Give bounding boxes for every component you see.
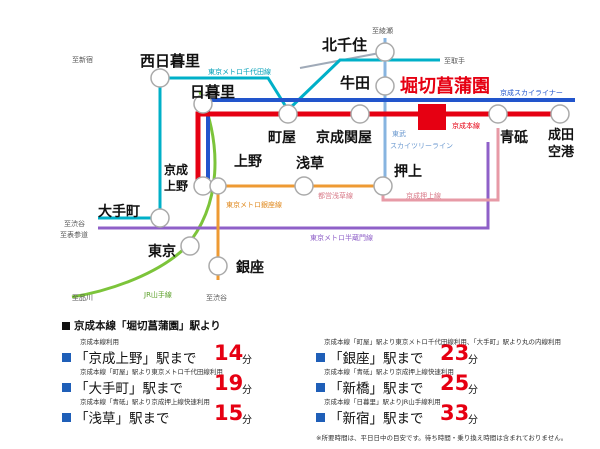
legend-unit: 分: [242, 385, 252, 396]
legend-row: 「京成上野」駅まで 14 分: [62, 341, 252, 367]
station-asakusa: 浅草: [296, 155, 324, 172]
label-chiyoda: 東京メトロ千代田線: [208, 67, 271, 76]
travel-time-legend: 京成本線「堀切菖蒲園」駅より 京成本線利用 「京成上野」駅まで 14 分 京成本…: [0, 316, 600, 449]
legend-note: 京成本線「日暮里」駅よりJR山手線利用: [324, 398, 441, 406]
narita-line1: 成田: [548, 127, 574, 143]
station-marker-ginza: [208, 256, 228, 276]
direction-shinagawa: 至品川: [72, 294, 93, 302]
direction-omotesando: 至表参道: [60, 230, 88, 239]
label-skytree-line1: 東武: [392, 129, 406, 138]
legend-header-text: 京成本線「堀切菖蒲園」駅より: [74, 320, 221, 332]
station-horikiri: 堀切菖蒲園: [400, 76, 490, 97]
legend-row: 「新宿」駅まで 33 分: [316, 401, 478, 427]
legend-note: 京成本線利用: [80, 338, 119, 346]
label-keisei-main: 京成本線: [452, 121, 480, 130]
station-marker-tokyo: [180, 236, 200, 256]
legend-minutes: 23: [440, 341, 470, 365]
legend-row: 「浅草」駅まで 15 分: [62, 401, 252, 427]
station-marker-ueno: [209, 177, 227, 195]
station-marker-kitasenju: [375, 42, 395, 62]
legend-note: 京成本線「町屋」駅より東京メトロ千代田線利用、「大手町」駅より丸の内線利用: [324, 338, 561, 346]
legend-unit: 分: [242, 415, 252, 426]
station-keisei-ueno: 京成 上野: [164, 162, 192, 193]
station-machiya: 町屋: [268, 130, 296, 146]
legend-label: 「浅草」駅まで: [75, 411, 170, 427]
direction-toride: 至取手: [444, 56, 465, 65]
station-nishinippori: 西日暮里: [140, 52, 200, 70]
station-marker-aoto: [488, 104, 508, 124]
keisei-ueno-line1: 京成: [164, 162, 188, 177]
legend-note: 京成本線「青砥」駅より京成押上線快速利用: [324, 368, 454, 376]
bullet-square-icon: [62, 413, 71, 422]
station-marker-sekiya: [350, 104, 370, 124]
legend-row: 「新橋」駅まで 25 分: [316, 371, 478, 397]
label-skytree: 東武 スカイツリーライン: [390, 129, 453, 150]
station-marker-ushida: [375, 76, 395, 96]
legend-minutes: 14: [214, 341, 244, 365]
legend-unit: 分: [468, 415, 478, 426]
station-marker-narita: [550, 104, 570, 124]
legend-header: 京成本線「堀切菖蒲園」駅より: [62, 318, 221, 333]
horikiri-marker: [418, 104, 446, 130]
narita-line2: 空港: [548, 144, 575, 160]
direction-shinjuku: 至新宿: [72, 55, 93, 64]
label-skyliner: 京成スカイライナー: [500, 88, 563, 97]
direction-shibuya-top: 至渋谷: [64, 219, 85, 228]
station-oshiage: 押上: [394, 163, 422, 180]
legend-row: 「銀座」駅まで 23 分: [316, 341, 478, 367]
legend-note: 京成本線「町屋」駅より東京メトロ千代田線利用: [80, 368, 223, 376]
legend-note: 京成本線「青砥」駅より京成押上線快速利用: [80, 398, 210, 406]
bullet-square-icon: [62, 383, 71, 392]
station-marker-nishinippori: [150, 68, 170, 88]
label-yamanote: JR山手線: [143, 290, 172, 299]
direction-shibuya-bottom: 至渋谷: [206, 293, 227, 302]
footnote: ※所要時間は、平日日中の目安です。待ち時間・乗り換え時間は含まれておりません。: [316, 434, 568, 442]
legend-minutes: 19: [214, 371, 244, 395]
station-narita: 成田 空港: [548, 127, 579, 160]
route-map: 西日暮里 北千住 牛田 堀切菖蒲園 日暮里 町屋 京成関屋 青砥 成田 空港 京…: [60, 26, 579, 302]
legend-label: 「新宿」駅まで: [329, 411, 424, 427]
legend-minutes: 25: [440, 371, 470, 395]
station-ushida: 牛田: [340, 74, 370, 92]
yamanote-line: [71, 91, 217, 299]
label-ginza: 東京メトロ銀座線: [226, 200, 282, 209]
station-aoto: 青砥: [500, 129, 528, 146]
legend-row: 「大手町」駅まで 19 分: [62, 371, 252, 397]
station-kitasenju: 北千住: [322, 36, 367, 54]
station-marker-machiya: [278, 104, 298, 124]
legend-label: 「新橋」駅まで: [329, 381, 424, 397]
keisei-ueno-line2: 上野: [164, 178, 188, 193]
station-otemachi: 大手町: [98, 203, 140, 220]
bullet-square-icon: [316, 383, 325, 392]
station-sekiya: 京成関屋: [316, 129, 372, 146]
legend-label: 「銀座」駅まで: [329, 351, 424, 367]
legend-minutes: 33: [440, 401, 470, 425]
keisei-main-line: [195, 111, 560, 186]
hanzomon-line: [98, 142, 490, 230]
legend-minutes: 15: [214, 401, 244, 425]
station-tokyo: 東京: [148, 243, 176, 260]
label-oshiage: 京成押上線: [406, 191, 441, 200]
station-marker-otemachi: [150, 208, 170, 228]
legend-label: 「京成上野」駅まで: [75, 351, 197, 367]
label-hanzomon: 東京メトロ半蔵門線: [310, 233, 373, 242]
legend-unit: 分: [242, 355, 252, 366]
station-nippori: 日暮里: [190, 83, 235, 101]
bullet-square-icon: [62, 353, 71, 362]
label-asakusa: 都営浅草線: [318, 191, 353, 200]
bullet-square-icon: [316, 413, 325, 422]
header-square-icon: [62, 322, 70, 330]
legend-unit: 分: [468, 385, 478, 396]
station-marker-oshiage: [373, 176, 393, 196]
station-marker-nippori: [193, 94, 213, 114]
station-ginza: 銀座: [236, 259, 264, 276]
station-marker-asakusa: [294, 176, 314, 196]
direction-kitaayase: 至綾瀬: [372, 26, 393, 35]
legend-label: 「大手町」駅まで: [75, 381, 183, 397]
station-ueno: 上野: [234, 154, 262, 170]
legend-unit: 分: [468, 355, 478, 366]
bullet-square-icon: [316, 353, 325, 362]
label-skytree-line2: スカイツリーライン: [390, 142, 453, 150]
